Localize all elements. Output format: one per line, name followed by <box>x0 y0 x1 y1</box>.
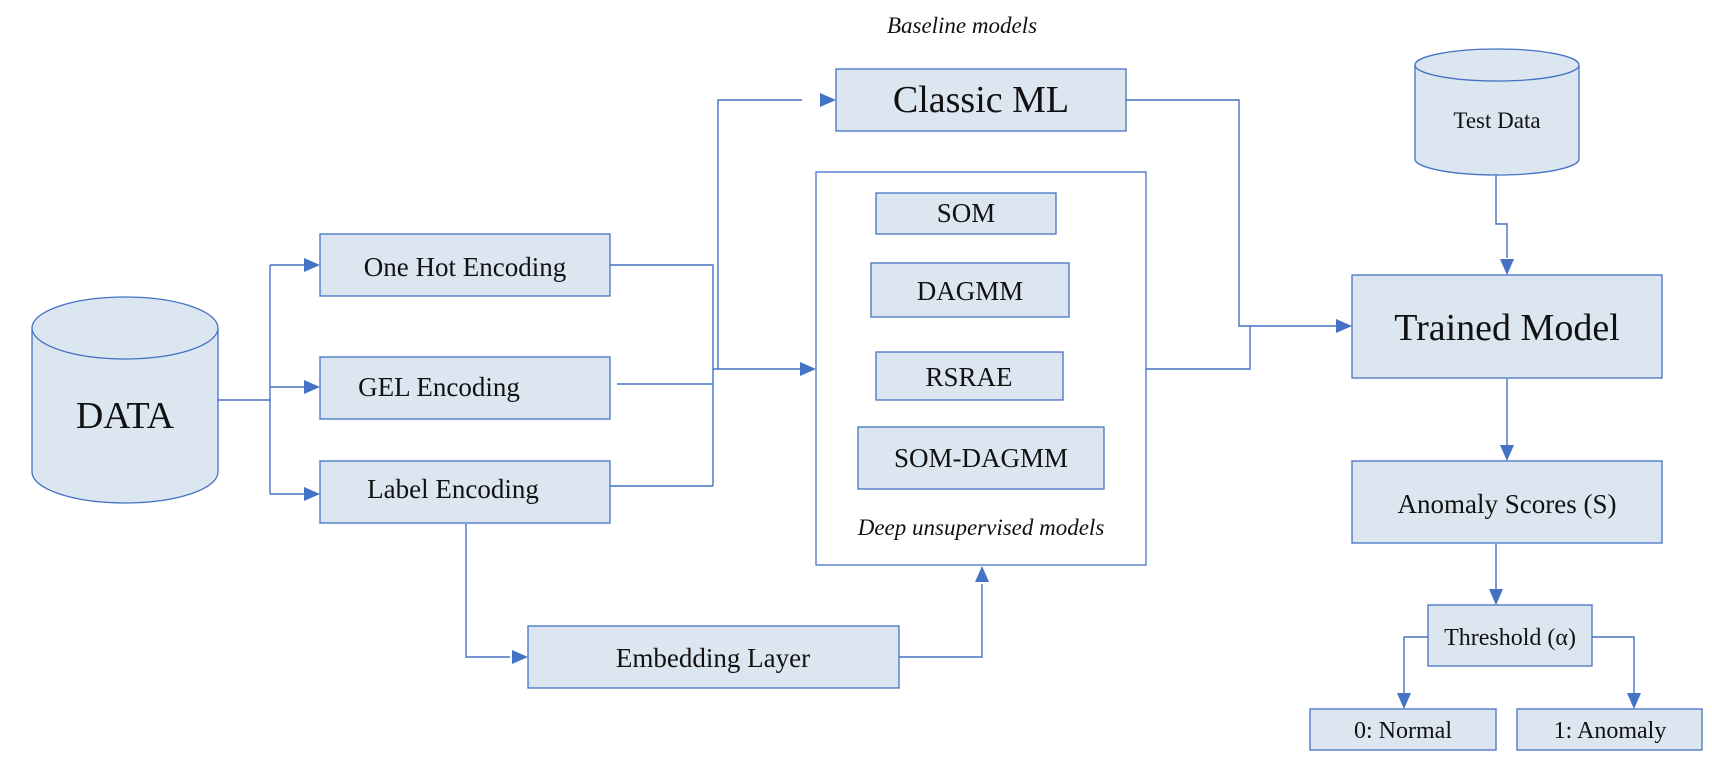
arrowhead <box>1627 693 1641 709</box>
edge-label-to-embedding <box>465 524 510 658</box>
anomaly-label: 1: Anomaly <box>1554 718 1667 744</box>
anomaly-scores-label: Anomaly Scores (S) <box>1398 489 1617 519</box>
rsrae-node: RSRAE <box>875 351 1064 401</box>
data-cylinder: DATA <box>31 296 219 504</box>
som-dagmm-label: SOM-DAGMM <box>894 443 1068 473</box>
anomaly-scores-node: Anomaly Scores (S) <box>1351 460 1663 544</box>
classic-ml-label: Classic ML <box>893 79 1069 121</box>
normal-label: 0: Normal <box>1354 718 1452 744</box>
arrowhead <box>1336 319 1352 333</box>
classic-ml-node: Classic ML <box>835 68 1127 132</box>
arrowhead <box>304 487 320 501</box>
som-node: SOM <box>875 192 1057 235</box>
onehot-node: One Hot Encoding <box>319 233 611 297</box>
edges <box>218 99 1635 694</box>
som-label: SOM <box>937 198 996 228</box>
dagmm-label: DAGMM <box>917 276 1024 306</box>
embedding-node: Embedding Layer <box>527 625 900 689</box>
threshold-node: Threshold (α) <box>1427 604 1593 667</box>
deep-models-title: Deep unsupervised models <box>857 515 1105 540</box>
arrowheads <box>304 93 1641 709</box>
trained-model-node: Trained Model <box>1351 274 1663 379</box>
edge-test-to-trained <box>1495 175 1508 258</box>
embedding-label: Embedding Layer <box>616 643 810 673</box>
arrowhead <box>800 362 816 376</box>
arrowhead <box>512 650 528 664</box>
normal-node: 0: Normal <box>1309 708 1497 751</box>
rsrae-label: RSRAE <box>925 362 1012 392</box>
arrowhead <box>1397 693 1411 709</box>
anomaly-node: 1: Anomaly <box>1516 708 1703 751</box>
trained-model-label: Trained Model <box>1394 307 1620 349</box>
som-dagmm-node: SOM-DAGMM <box>857 426 1105 490</box>
arrowhead <box>1500 445 1514 461</box>
gel-node: GEL Encoding <box>319 356 611 420</box>
edge-onehot-out <box>610 264 714 486</box>
test-data-label: Test Data <box>1453 108 1540 133</box>
arrowhead <box>304 380 320 394</box>
threshold-label: Threshold (α) <box>1444 625 1576 651</box>
arrowhead <box>1489 589 1503 605</box>
edge-threshold-to-normal <box>1403 636 1428 694</box>
deep-models-group: SOM DAGMM RSRAE SOM-DAGMM Deep unsupervi… <box>815 171 1147 566</box>
edge-deep-out <box>1146 326 1251 370</box>
edge-threshold-to-anomaly <box>1592 636 1635 694</box>
onehot-label: One Hot Encoding <box>364 252 566 282</box>
arrowhead <box>304 258 320 272</box>
label-encoding-node: Label Encoding <box>319 460 611 524</box>
arrowhead <box>975 566 989 582</box>
arrowhead <box>820 93 836 107</box>
edge-to-classic <box>717 99 802 369</box>
arrowhead <box>1500 259 1514 275</box>
label-encoding-label: Label Encoding <box>367 474 539 504</box>
test-data-cylinder: Test Data <box>1414 48 1580 176</box>
data-label: DATA <box>76 395 175 437</box>
edge-classic-out <box>1126 99 1336 327</box>
baseline-title: Baseline models <box>887 13 1037 38</box>
gel-label: GEL Encoding <box>358 372 520 402</box>
dagmm-node: DAGMM <box>870 262 1070 318</box>
edge-embedding-to-deep <box>899 584 983 658</box>
